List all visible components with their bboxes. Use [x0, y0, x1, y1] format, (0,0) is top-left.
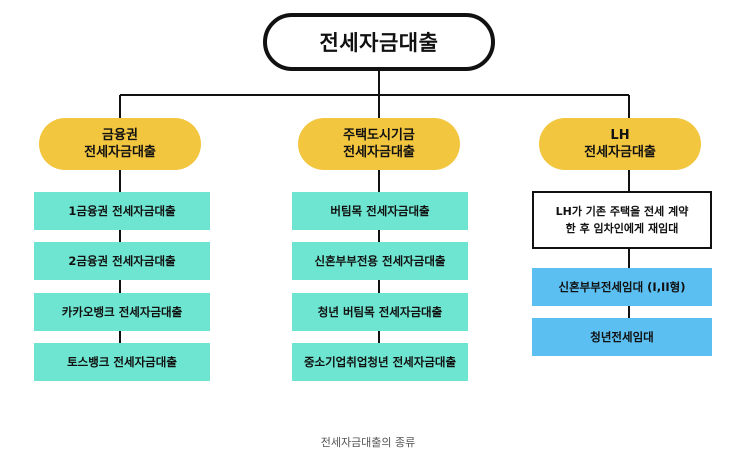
branch-2-title: 주택도시기금 전세자금대출: [298, 118, 460, 170]
branch-1-item-1: 1금융권 전세자금대출: [34, 192, 210, 230]
branch-1-item-3: 카카오뱅크 전세자금대출: [34, 293, 210, 331]
branch-3-item-1-label: 신혼부부전세임대 (I,II형): [558, 280, 686, 294]
branch-1-title: 금융권 전세자금대출: [39, 118, 201, 170]
branch-1-item-2-label: 2금융권 전세자금대출: [68, 254, 176, 268]
branch-1-item-1-label: 1금융권 전세자금대출: [68, 204, 176, 218]
root-label: 전세자금대출: [319, 31, 439, 55]
branch-2-item-2: 신혼부부전용 전세자금대출: [292, 242, 468, 280]
branch-2-item-3-label: 청년 버팀목 전세자금대출: [317, 305, 443, 319]
branch-2-item-4: 중소기업취업청년 전세자금대출: [292, 343, 468, 381]
branch-3-title-line-2: 전세자금대출: [584, 145, 656, 160]
branch-2-item-4-label: 중소기업취업청년 전세자금대출: [303, 355, 457, 369]
branch-3-item-2-label: 청년전세임대: [590, 330, 654, 344]
figure-caption-text: 전세자금대출의 종류: [320, 436, 416, 449]
branch-2-title-line-1: 주택도시기금: [343, 128, 415, 143]
branch-1-item-3-label: 카카오뱅크 전세자금대출: [61, 305, 183, 319]
figure-caption: 전세자금대출의 종류: [0, 432, 736, 452]
branch-1-title-line-2: 전세자금대출: [84, 145, 156, 160]
branch-2-item-3: 청년 버팀목 전세자금대출: [292, 293, 468, 331]
branch-3-note: LH가 기존 주택을 전세 계약 한 후 임차인에게 재임대: [532, 191, 712, 249]
branch-3-item-1: 신혼부부전세임대 (I,II형): [532, 268, 712, 306]
branch-2-item-2-label: 신혼부부전용 전세자금대출: [314, 254, 446, 268]
branch-1-item-4: 토스뱅크 전세자금대출: [34, 343, 210, 381]
branch-2-item-1-label: 버팀목 전세자금대출: [330, 204, 430, 218]
branch-3-item-2: 청년전세임대: [532, 318, 712, 356]
branch-1-item-4-label: 토스뱅크 전세자금대출: [67, 355, 177, 369]
branch-3-title: LH 전세자금대출: [539, 118, 701, 170]
branch-1-title-line-1: 금융권: [102, 128, 138, 143]
branch-3-note-line-1: LH가 기존 주택을 전세 계약: [555, 205, 689, 218]
branch-2-title-line-2: 전세자금대출: [343, 145, 415, 160]
branch-1-item-2: 2금융권 전세자금대출: [34, 242, 210, 280]
branch-3-note-line-2: 한 후 임차인에게 재임대: [565, 222, 679, 235]
branch-2-item-1: 버팀목 전세자금대출: [292, 192, 468, 230]
branch-3-title-line-1: LH: [610, 128, 630, 143]
root-node: 전세자금대출: [263, 13, 495, 71]
